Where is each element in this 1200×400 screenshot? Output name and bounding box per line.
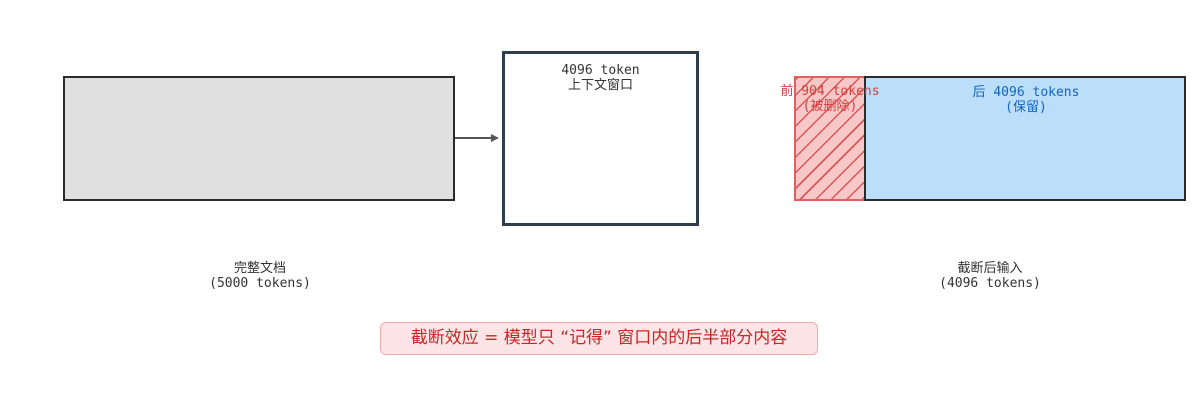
full-document-title: 完整文档 bbox=[233, 261, 286, 276]
full-document-size: (5000 tokens) bbox=[209, 276, 311, 291]
truncated-input-caption: 截断后输入 (4096 tokens) bbox=[890, 261, 1090, 291]
dropped-tokens-segment bbox=[794, 76, 866, 201]
kept-tokens-count: 后 4096 tokens bbox=[972, 85, 1080, 100]
context-window-name: 上下文窗口 bbox=[567, 78, 633, 93]
summary-banner: 截断效应 = 模型只 “记得” 窗口内的后半部分内容 bbox=[380, 322, 818, 355]
kept-tokens-segment bbox=[864, 76, 1186, 201]
dropped-tokens-label: 前 904 tokens (被删除) bbox=[770, 84, 890, 114]
context-window-size: 4096 token bbox=[561, 63, 640, 78]
context-window-box bbox=[502, 51, 699, 226]
kept-tokens-label: 后 4096 tokens (保留) bbox=[870, 85, 1182, 115]
context-window-label: 4096 token 上下文窗口 bbox=[502, 63, 699, 93]
arrow-icon bbox=[455, 134, 499, 142]
truncated-input-title: 截断后输入 bbox=[957, 261, 1023, 276]
dropped-tokens-count: 前 904 tokens bbox=[780, 84, 880, 99]
truncated-input-size: (4096 tokens) bbox=[939, 276, 1041, 291]
dropped-tokens-note: (被删除) bbox=[802, 99, 858, 114]
full-document-caption: 完整文档 (5000 tokens) bbox=[160, 261, 360, 291]
kept-tokens-note: (保留) bbox=[1005, 100, 1047, 115]
full-document-box bbox=[63, 76, 455, 201]
